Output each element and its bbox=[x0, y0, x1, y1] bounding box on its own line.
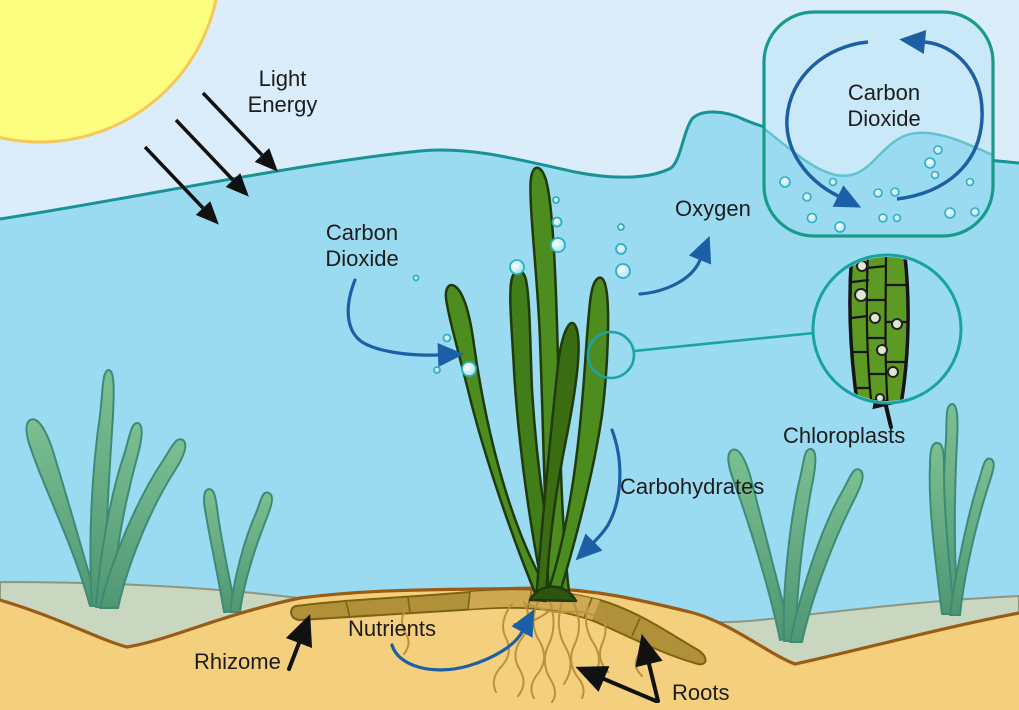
light-energy-label: Light Energy bbox=[247, 66, 318, 117]
carbon-dioxide-cycle-label: Carbon Dioxide bbox=[847, 80, 921, 131]
sun-icon bbox=[0, 0, 218, 144]
bubbles bbox=[412, 196, 631, 377]
carbohydrates-arrow-icon bbox=[575, 428, 622, 561]
roots-label: Roots bbox=[672, 680, 730, 705]
carbon-cycle-inset bbox=[762, 10, 995, 238]
background-seagrass bbox=[25, 369, 995, 643]
roots-arrows-icon bbox=[575, 633, 663, 703]
inset-bubbles bbox=[779, 145, 980, 233]
seagrass-cluster-far-right bbox=[928, 403, 995, 616]
chloroplasts-arrow-icon bbox=[872, 375, 900, 429]
seagrass-cluster-right bbox=[727, 448, 864, 643]
seagrass-cluster-left bbox=[25, 369, 187, 609]
nutrients-arrow-icon bbox=[390, 609, 535, 672]
carbon-cycle-arrows-icon bbox=[785, 30, 984, 208]
oxygen-arrow-icon bbox=[638, 235, 712, 296]
rhizome-label: Rhizome bbox=[194, 649, 281, 674]
carbohydrates-label: Carbohydrates bbox=[620, 474, 765, 499]
chloroplasts-label: Chloroplasts bbox=[783, 423, 906, 448]
light-energy-arrows-icon bbox=[143, 91, 278, 225]
leaf-magnifier-callout bbox=[586, 330, 815, 380]
carbon-dioxide-label: Carbon Dioxide bbox=[325, 220, 399, 271]
carbon-dioxide-arrow-icon bbox=[346, 278, 464, 367]
rhizome-arrow-icon bbox=[285, 614, 313, 671]
oxygen-label: Oxygen bbox=[675, 196, 751, 221]
chloroplast-magnifier bbox=[811, 253, 963, 405]
seagrass-cluster-left-small bbox=[203, 488, 274, 613]
nutrients-label: Nutrients bbox=[348, 616, 437, 641]
